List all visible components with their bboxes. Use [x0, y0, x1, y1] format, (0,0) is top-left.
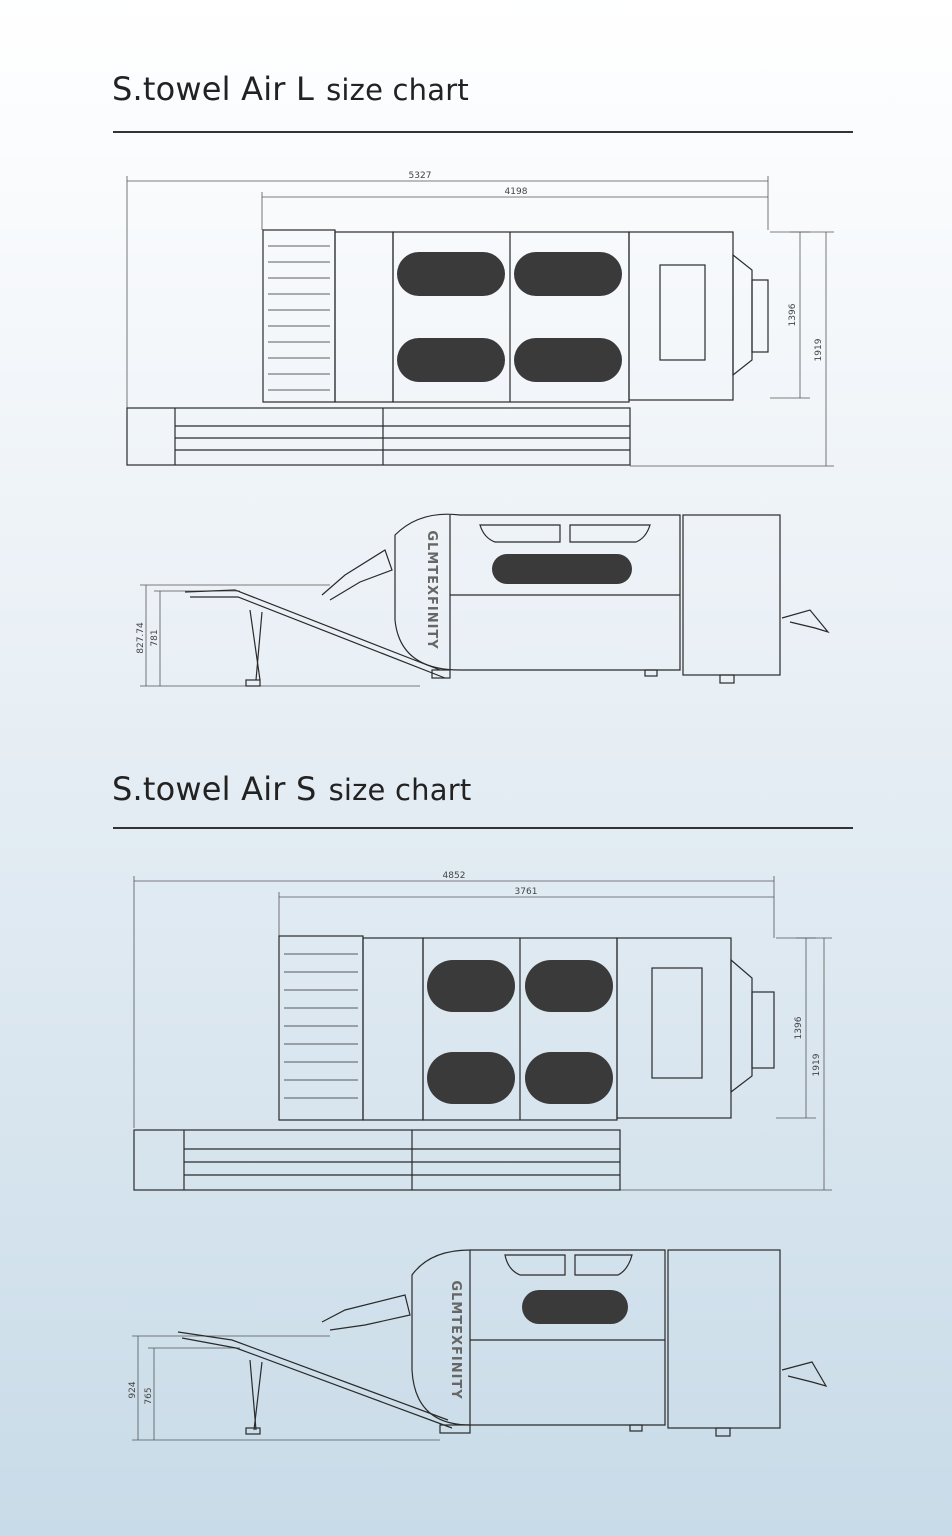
dim-height-a: 827.74 — [136, 622, 146, 654]
model-name: S.towel Air S — [112, 770, 317, 808]
dim-total-length: 5327 — [409, 171, 432, 181]
dim-total-width: 1919 — [812, 1053, 822, 1076]
dimension-lines — [126, 176, 834, 467]
dimension-lines — [133, 876, 832, 1191]
machine-outline — [177, 1249, 828, 1437]
machine-outline — [133, 935, 775, 1191]
title-divider — [113, 131, 853, 133]
machine-outline — [184, 513, 830, 687]
side-view-s: 924 765 GLMTEXFINITY — [128, 1249, 828, 1441]
model-name: S.towel Air L — [112, 70, 315, 108]
dimension-lines — [140, 584, 420, 687]
top-view-l: 5327 4198 1396 1919 — [126, 171, 834, 467]
side-view-l: 827.74 781 GLMTEXFINITY — [136, 513, 830, 687]
dim-body-length: 4198 — [505, 187, 528, 197]
dim-height-b: 765 — [144, 1387, 154, 1404]
brand-label: GLMTEXFINITY — [448, 1280, 463, 1399]
vent-grille — [492, 554, 632, 584]
vent-grilles — [427, 960, 613, 1104]
chart-title-l: S.towel Air L size chart — [112, 70, 469, 108]
title-subtitle: size chart — [328, 773, 472, 807]
vent-grille — [522, 1290, 628, 1324]
top-view-s: 4852 3761 1396 1919 — [133, 871, 832, 1191]
machine-outline — [126, 229, 769, 466]
vent-grilles — [397, 252, 622, 382]
dim-total-width: 1919 — [814, 338, 824, 361]
dimension-lines — [132, 1335, 440, 1441]
dim-body-length: 3761 — [515, 887, 538, 897]
dim-height-a: 924 — [128, 1381, 138, 1398]
title-subtitle: size chart — [326, 73, 469, 107]
chart-title-s: S.towel Air S size chart — [112, 770, 471, 808]
dim-height-b: 781 — [150, 629, 160, 646]
dim-body-width: 1396 — [788, 303, 798, 326]
dim-total-length: 4852 — [443, 871, 466, 881]
brand-label: GLMTEXFINITY — [424, 530, 439, 649]
title-divider — [113, 827, 853, 829]
dim-body-width: 1396 — [794, 1016, 804, 1039]
